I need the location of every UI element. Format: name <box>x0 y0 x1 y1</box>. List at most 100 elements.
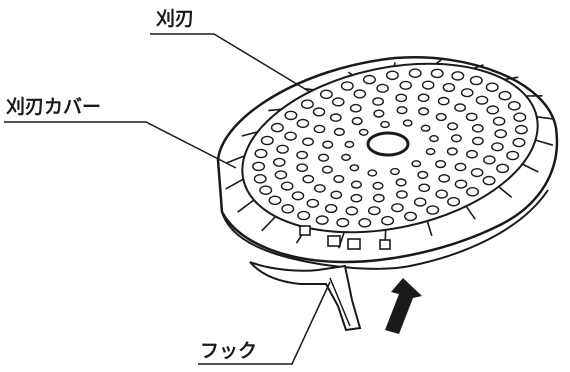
rim-segment-divider <box>498 186 513 199</box>
blade-hole <box>291 191 305 201</box>
rim-segment-divider <box>535 139 554 146</box>
blade-hole <box>391 203 404 213</box>
blade-leader-line <box>150 33 311 93</box>
blade-hole <box>396 106 408 115</box>
blade-holes <box>252 68 528 228</box>
blade-hole <box>302 174 315 184</box>
blade-hole <box>451 71 465 81</box>
blade-hole <box>259 185 273 195</box>
blade-hole <box>322 140 334 149</box>
blade-hole <box>312 107 326 117</box>
blade-hole <box>514 124 528 135</box>
blade-hole <box>260 135 274 146</box>
blade-hole <box>395 93 408 103</box>
blade-hole <box>306 198 320 208</box>
blade-hole <box>492 116 506 126</box>
blade-hole <box>437 96 450 106</box>
blade-hole <box>404 211 418 222</box>
blade-hole <box>471 136 484 146</box>
blade-hole <box>418 107 430 116</box>
blade-hole <box>345 206 359 216</box>
blade-hole <box>498 90 512 101</box>
blade-hole <box>252 161 266 172</box>
blade-hole <box>513 112 527 122</box>
blade-hole <box>426 205 440 215</box>
rim-segment-divider <box>504 76 519 81</box>
blade-hole <box>491 142 504 152</box>
blade-hole <box>395 190 408 199</box>
blade-hole <box>321 165 333 174</box>
blade-hole <box>372 193 385 203</box>
blade-hole <box>438 174 451 183</box>
blade-hole <box>333 174 345 184</box>
blade-hole <box>296 163 309 172</box>
blade-hole <box>435 189 449 199</box>
blade-hole <box>284 110 298 121</box>
blade-hole <box>336 217 350 228</box>
blade-hole <box>469 75 483 86</box>
rim-segment-divider <box>226 155 245 164</box>
rim-segment-divider <box>268 108 282 112</box>
blade-hole <box>373 109 385 118</box>
blade-hole <box>358 128 369 136</box>
blade-label: 刈刃 <box>156 8 195 30</box>
rim-segment-divider <box>536 116 555 120</box>
blade-hole <box>446 147 458 156</box>
blade-hole <box>351 116 363 126</box>
blade-hole <box>274 170 288 180</box>
rim-segment-divider <box>237 199 255 213</box>
blade-hole <box>408 68 422 78</box>
blade-hole <box>319 89 333 100</box>
blade-hole <box>272 157 286 167</box>
blade-hole <box>333 127 345 137</box>
blade-hole <box>385 70 399 81</box>
blade-hole <box>435 160 447 169</box>
blade-hole <box>280 181 294 191</box>
blade-hole <box>512 137 526 148</box>
blade-hole <box>420 124 431 132</box>
blade-hole <box>454 179 468 189</box>
cover-clips <box>299 225 391 250</box>
blade-hole <box>340 81 354 91</box>
hook-tab <box>249 261 362 332</box>
blade-hole <box>442 82 456 93</box>
rim-segment-divider <box>522 163 539 173</box>
blade-hole <box>350 180 362 189</box>
blade-cover-lip <box>221 189 549 270</box>
blade-hole <box>425 148 436 156</box>
blade-hole <box>329 113 342 122</box>
rim-segment-divider <box>261 215 277 232</box>
blade-hole <box>313 184 326 193</box>
blade-hole <box>284 131 297 141</box>
hook-tab-edge <box>329 277 351 327</box>
blade-hole <box>253 173 267 184</box>
blade-hole <box>270 122 284 133</box>
blade-hole <box>372 97 384 106</box>
blade-hole <box>507 101 521 111</box>
blade-hole <box>470 168 484 178</box>
blade-hole <box>341 153 351 162</box>
blade-hole <box>454 162 467 172</box>
blade-hole <box>486 105 500 115</box>
blade-hole <box>447 122 459 131</box>
rim-segment-divider <box>426 220 433 237</box>
rim-segment-divider <box>225 178 244 190</box>
blade-hole <box>344 140 355 149</box>
blade-hole <box>349 103 362 113</box>
blade-hole <box>358 217 372 228</box>
leader-lines <box>4 33 331 365</box>
blade-hole <box>402 119 413 127</box>
blade-hole <box>483 155 496 165</box>
blade-hole <box>331 97 345 107</box>
blade-hole <box>471 124 484 133</box>
blade-hole <box>330 190 343 200</box>
blade-hole <box>417 93 430 103</box>
blade-hole <box>447 196 461 207</box>
blade-hole <box>454 103 466 112</box>
blade-hole <box>350 193 363 203</box>
blade-hole <box>450 134 462 143</box>
blade-hole <box>466 186 480 197</box>
push-arrow-icon <box>385 278 422 334</box>
blade-hole <box>268 195 282 206</box>
